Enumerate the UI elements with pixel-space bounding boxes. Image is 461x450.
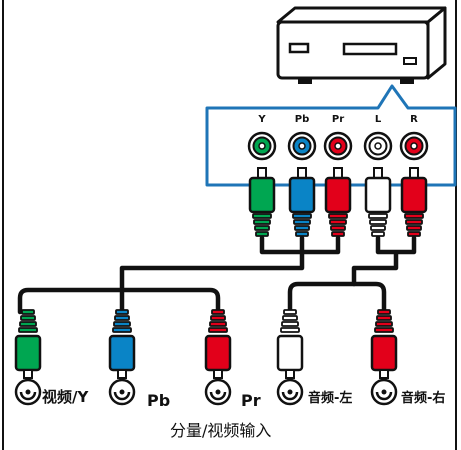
panel-plug-r <box>400 167 428 237</box>
panel-port-label: L <box>375 114 382 125</box>
panel-port-r: R <box>399 114 429 161</box>
tv-jack-label-pr: Pr <box>241 391 261 410</box>
tv-jack-icon <box>108 378 136 406</box>
tv-jack-label-pb: Pb <box>147 391 170 410</box>
panel-plug-pr <box>324 167 352 237</box>
port-pin-icon <box>334 142 342 150</box>
audio-cable-trunk <box>351 235 417 287</box>
tv-jack-label-y: 视频/Y <box>42 388 89 406</box>
cables <box>17 235 417 315</box>
port-pin-icon <box>410 142 418 150</box>
panel-ports: Y Pb Pr L R <box>247 114 429 161</box>
source-device-icon <box>276 6 447 84</box>
tv-plug-2 <box>204 309 232 379</box>
panel-plug-pb <box>288 167 316 237</box>
tv-plug-3 <box>276 309 304 379</box>
panel-port-label: R <box>410 114 418 125</box>
panel-port-pb: Pb <box>287 114 317 161</box>
port-pin-icon <box>374 142 382 150</box>
audio-cable-branch <box>287 281 387 315</box>
panel-port-y: Y <box>247 114 277 161</box>
video-cable-branch <box>17 287 221 315</box>
port-pin-icon <box>258 142 266 150</box>
tv-jack-icon <box>204 378 232 406</box>
tv-plug-0 <box>14 309 42 379</box>
panel-port-label: Pr <box>332 114 344 125</box>
tv-jack-label-audio-right: 音频-右 <box>401 390 445 406</box>
panel-port-label: Pb <box>295 114 310 125</box>
tv-jack-icon <box>370 378 398 406</box>
panel-plugs <box>248 167 428 237</box>
panel-plug-l <box>364 167 392 237</box>
tv-jack-icon <box>276 378 304 406</box>
tv-jack-label-audio-left: 音频-左 <box>308 390 352 406</box>
tv-plugs <box>14 309 398 406</box>
panel-plug-y <box>248 167 276 237</box>
video-cable-trunk <box>119 235 341 293</box>
panel-port-label: Y <box>257 114 266 125</box>
panel-port-pr: Pr <box>323 114 353 161</box>
panel-port-l: L <box>363 114 393 161</box>
caption: 分量/视频输入 <box>170 421 271 440</box>
port-pin-icon <box>298 142 306 150</box>
tv-plug-4 <box>370 309 398 379</box>
tv-plug-1 <box>108 309 136 379</box>
tv-jack-icon <box>14 378 42 406</box>
